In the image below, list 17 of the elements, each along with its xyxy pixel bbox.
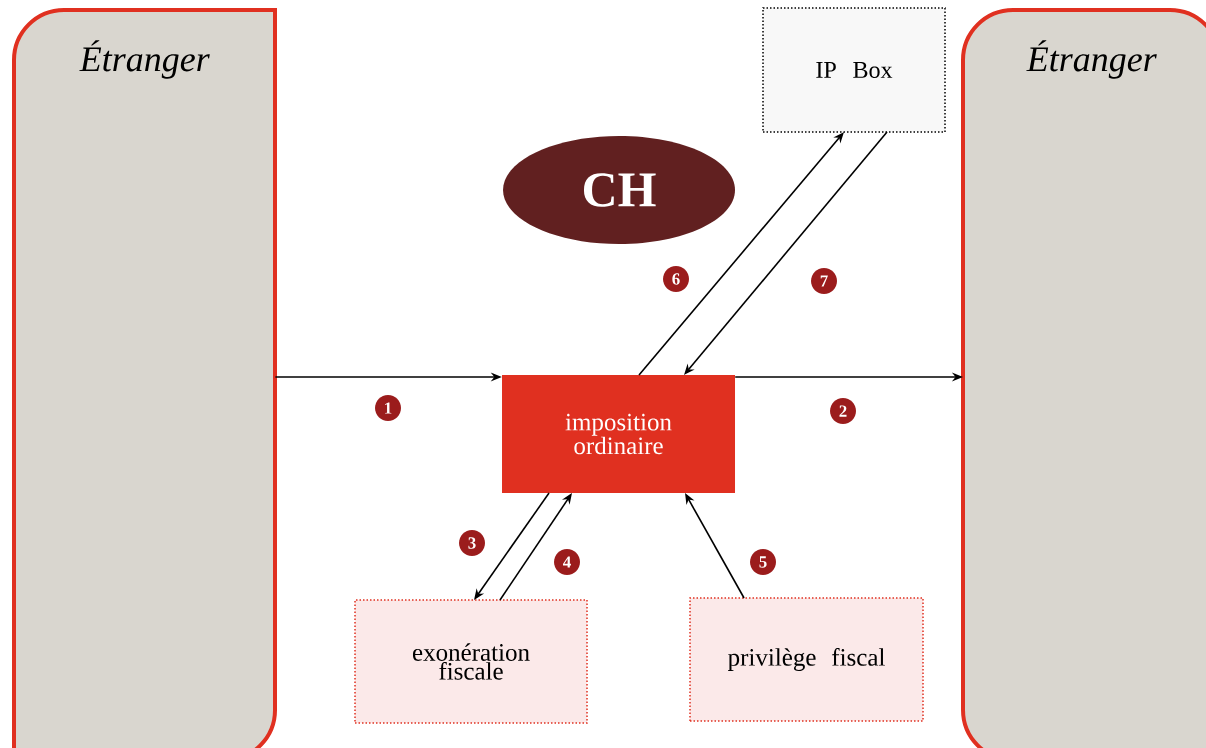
box: IP Box xyxy=(762,7,946,133)
callout-number: 4 xyxy=(554,549,580,575)
arrow xyxy=(684,131,888,375)
callout-number: 6 xyxy=(663,266,689,292)
box: privilège fiscal xyxy=(689,597,924,722)
arrow xyxy=(638,132,844,376)
callout-number: 5 xyxy=(750,549,776,575)
panel: Étranger xyxy=(12,8,277,748)
callout-number: 3 xyxy=(459,530,485,556)
panel: Étranger xyxy=(961,8,1206,748)
box: exonération fiscale xyxy=(354,599,588,724)
callout-number: 7 xyxy=(811,268,837,294)
callout-number: 2 xyxy=(830,398,856,424)
process-box: imposition ordinaire xyxy=(502,375,735,493)
arrow xyxy=(499,493,572,601)
callout-number: 1 xyxy=(375,395,401,421)
arrow xyxy=(474,492,550,600)
